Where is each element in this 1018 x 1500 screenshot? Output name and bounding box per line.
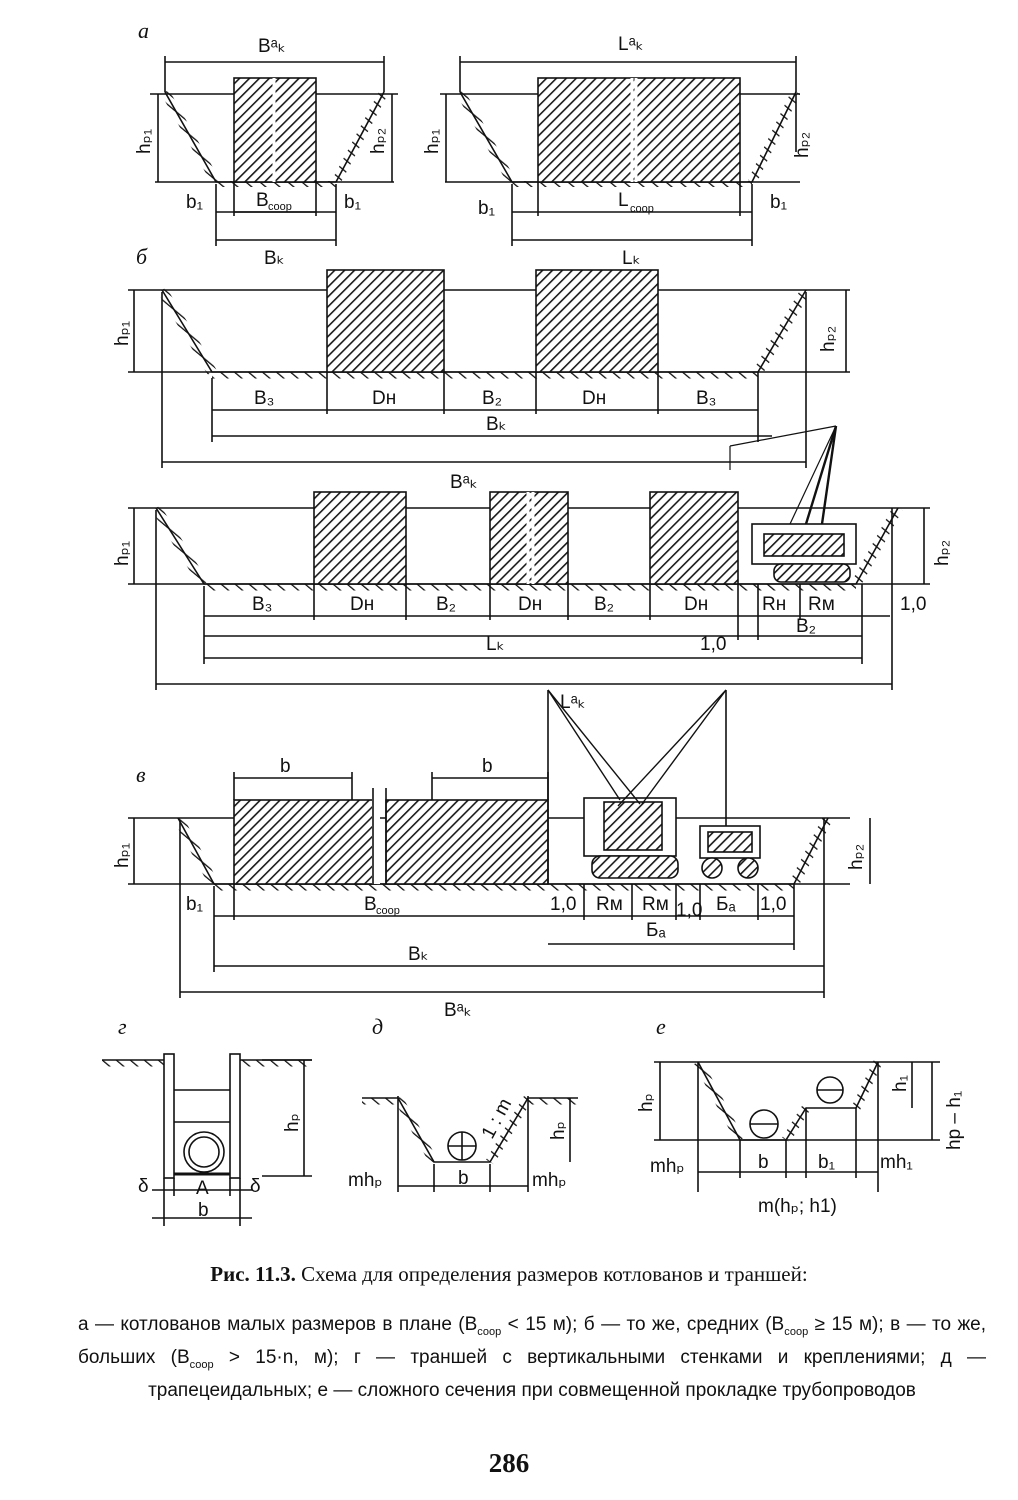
label-one: 1,0 xyxy=(550,894,576,915)
label-b: b xyxy=(758,1152,769,1173)
label-b3: B₃ xyxy=(254,388,274,409)
label-b: b xyxy=(458,1168,469,1189)
label-one: 1,0 xyxy=(700,634,726,655)
label-one: 1,0 xyxy=(760,894,786,915)
label-coop-sub: coop xyxy=(268,201,292,213)
label-rm: Rм xyxy=(642,894,669,915)
label-bk: Bₖ xyxy=(408,944,429,965)
label-b: b xyxy=(198,1200,209,1221)
label-lk-star: Lᵃₖ xyxy=(560,692,586,713)
label-b1: b₁ xyxy=(478,198,495,219)
label-hp2: hₚ₂ xyxy=(368,128,389,154)
figure-caption-body: а — котлованов малых размеров в плане (B… xyxy=(78,1314,986,1401)
label-bk-star: Bᵃₖ xyxy=(258,36,286,57)
label-delta: δ xyxy=(250,1176,261,1197)
panel-label-e: е xyxy=(656,1014,666,1039)
label-lk-star: Lᵃₖ xyxy=(618,34,644,55)
label-rm: Rм xyxy=(596,894,623,915)
label-one: 1,0 xyxy=(676,900,702,921)
label-b-coop: B xyxy=(364,894,377,915)
figure-title: Схема для определения размеров котловано… xyxy=(301,1262,808,1286)
panel-a-left-pit xyxy=(150,56,398,246)
label-b1: b₁ xyxy=(770,192,787,213)
label-hp1: hₚ₁ xyxy=(422,129,443,154)
panel-e-trench xyxy=(654,1059,940,1192)
label-hp-h1: hp – h₁ xyxy=(944,1091,965,1150)
panel-label-g: г xyxy=(118,1014,127,1039)
label-mh1: mh₁ xyxy=(880,1152,913,1173)
label-lk: Lₖ xyxy=(486,634,505,655)
panel-label-a: а xyxy=(138,18,149,43)
label-ba: Бₐ xyxy=(716,894,736,915)
label-delta: δ xyxy=(138,1176,149,1197)
label-b-coop: B xyxy=(256,190,269,211)
panel-b-pit xyxy=(128,269,850,468)
label-b2: B₂ xyxy=(482,388,502,409)
label-bk-star: Bᵃₖ xyxy=(450,472,478,493)
panel-d-trench xyxy=(362,1095,578,1192)
label-b2: B₂ xyxy=(436,594,456,615)
label-hp1: hₚ₁ xyxy=(112,321,133,346)
label-bk: Bₖ xyxy=(486,414,507,435)
panel-v-pit xyxy=(128,689,871,998)
label-b2: B₂ xyxy=(594,594,614,615)
label-dh: Dн xyxy=(582,388,606,409)
panel-b-lower-pit xyxy=(128,425,930,690)
label-dh: Dн xyxy=(372,388,396,409)
label-l-coop: L xyxy=(618,190,629,211)
label-mhp: mhₚ xyxy=(532,1170,567,1191)
label-hp1: hₚ₁ xyxy=(112,843,133,868)
label-m-hp-h1: m(hₚ; h1) xyxy=(758,1196,837,1217)
panel-label-d: д xyxy=(372,1014,383,1039)
label-h1: h₁ xyxy=(890,1075,911,1092)
panel-label-b: б xyxy=(136,244,148,269)
label-b1: b₁ xyxy=(186,894,203,915)
label-hp1: hₚ₁ xyxy=(134,129,155,154)
figure-number: Рис. 11.3. xyxy=(210,1262,296,1286)
label-one: 1,0 xyxy=(900,594,926,615)
label-lk: Lₖ xyxy=(622,248,641,269)
label-hp: hₚ xyxy=(636,1093,657,1112)
label-coop-sub: coop xyxy=(630,203,654,215)
label-hp1: hₚ₁ xyxy=(112,541,133,566)
label-b2: B₂ xyxy=(796,616,816,637)
label-b: b xyxy=(280,756,291,777)
label-dh: Dн xyxy=(684,594,708,615)
label-ba: Бₐ xyxy=(646,920,666,941)
label-b1: b₁ xyxy=(818,1152,835,1173)
label-b1: b₁ xyxy=(186,192,203,213)
label-b: b xyxy=(482,756,493,777)
label-hp: hₚ xyxy=(548,1121,569,1140)
label-rh: Rн xyxy=(762,594,786,615)
panel-a-right-pit xyxy=(440,56,801,246)
label-a: A xyxy=(196,1178,209,1199)
label-dh: Dн xyxy=(350,594,374,615)
page-number: 286 xyxy=(488,1448,530,1478)
label-coop-sub: coop xyxy=(376,905,400,917)
label-hp2: hₚ₂ xyxy=(932,540,953,566)
label-bk-star: Bᵃₖ xyxy=(444,1000,472,1021)
label-hp2: hₚ₂ xyxy=(818,326,839,352)
label-hp2: hₚ₂ xyxy=(792,132,813,158)
label-mhp: mhₚ xyxy=(650,1156,685,1177)
panel-label-v: в xyxy=(136,762,146,787)
panel-g-trench xyxy=(102,1053,312,1226)
label-b3: B₃ xyxy=(696,388,716,409)
label-hp2: hₚ₂ xyxy=(846,844,867,870)
label-hp: hₚ xyxy=(282,1113,303,1132)
label-b3: B₃ xyxy=(252,594,272,615)
label-b1: b₁ xyxy=(344,192,361,213)
figure-caption-title: Рис. 11.3. Схема для определения размеро… xyxy=(0,1262,1018,1287)
label-dh: Dн xyxy=(518,594,542,615)
label-mhp: mhₚ xyxy=(348,1170,383,1191)
label-rm: Rм xyxy=(808,594,835,615)
label-bk: Bₖ xyxy=(264,248,285,269)
